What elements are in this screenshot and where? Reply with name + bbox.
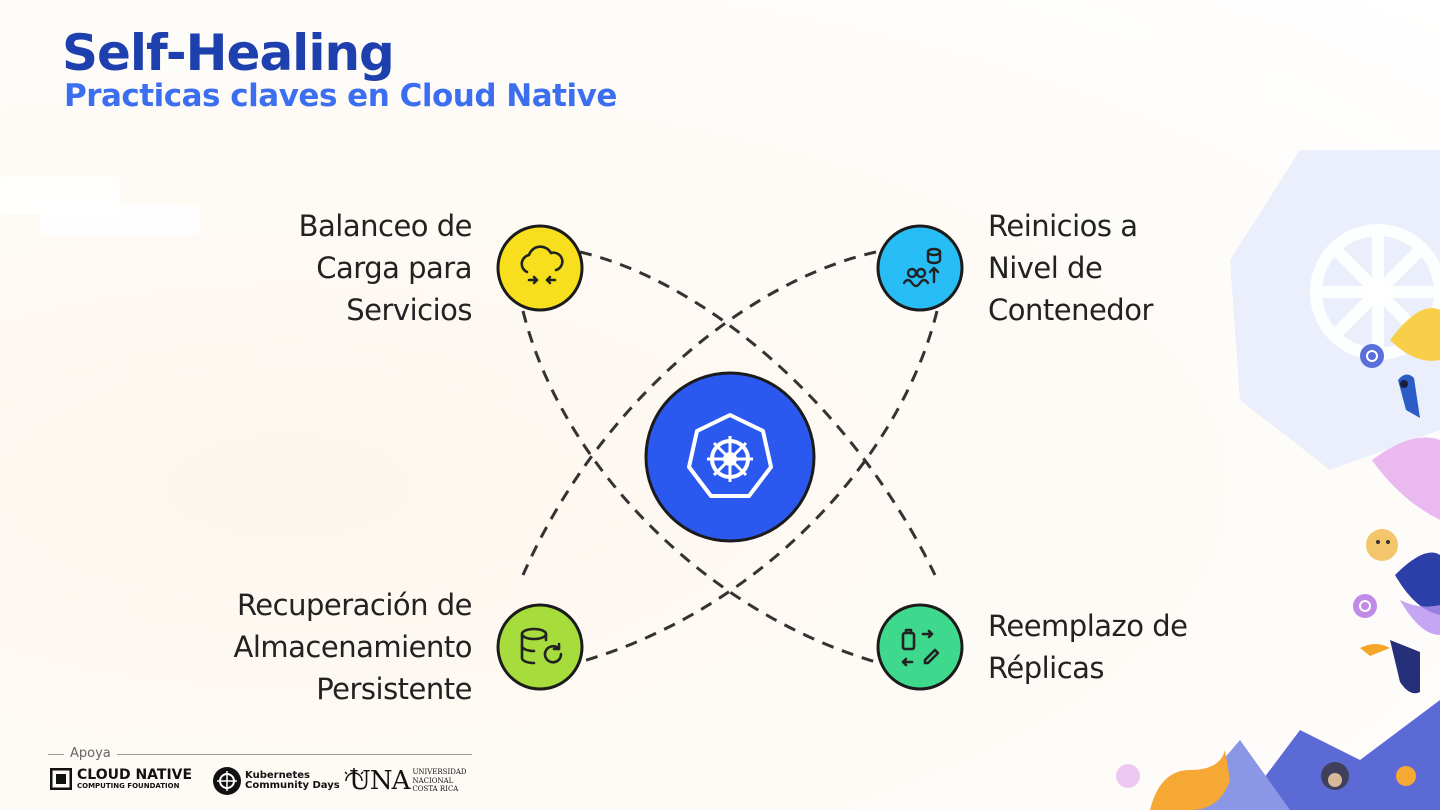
- node-recuperacion: [498, 605, 582, 689]
- kcd-logo: Kubernetes Community Days: [212, 766, 366, 796]
- cncf-icon: [50, 768, 72, 790]
- label-reinicios: Reinicios a Nivel de Contenedor: [988, 205, 1153, 331]
- label-reemplazo: Reemplazo de Réplicas: [988, 605, 1187, 689]
- node-reemplazo: [878, 605, 962, 689]
- label-recuperacion: Recuperación de Almacenamiento Persisten…: [234, 584, 473, 710]
- apoya-label: Apoya: [64, 746, 117, 761]
- cncf-logo: CLOUD NATIVE COMPUTING FOUNDATION: [50, 768, 192, 790]
- node-balanceo: [498, 226, 582, 310]
- node-reinicios: [878, 226, 962, 310]
- una-logo: UNA UNIVERSIDAD NACIONAL COSTA RICA: [349, 766, 467, 796]
- center-kubernetes-node: [646, 373, 814, 541]
- label-balanceo: Balanceo de Carga para Servicios: [299, 205, 472, 331]
- decorative-illustration: [1116, 150, 1440, 810]
- kubernetes-icon: [212, 766, 242, 796]
